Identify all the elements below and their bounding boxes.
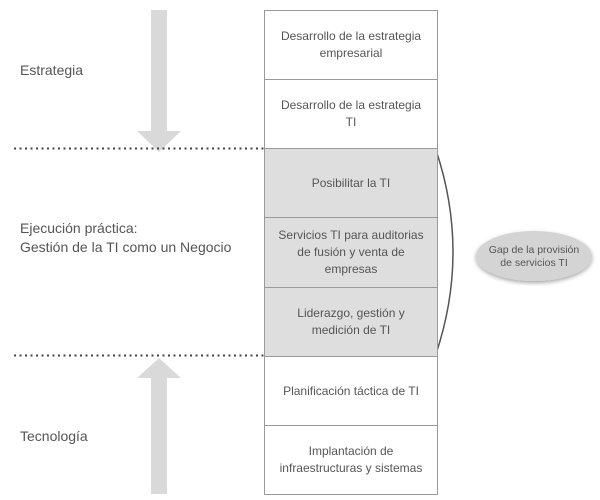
box-label: Posibilitar la TI (311, 175, 391, 190)
gap-ellipse: Gap de la provisión de servicios TI (472, 228, 596, 286)
label-estrategia: Estrategia (20, 62, 84, 78)
box-planificacion-tactica: Planificación táctica de TI (264, 356, 438, 426)
box-label: Implantación de infraestructuras y siste… (279, 444, 423, 475)
gap-bracket (435, 149, 454, 355)
label-ejecucion-practica: Ejecución práctica: Gestión de la TI com… (20, 220, 232, 255)
up-arrow-icon (137, 358, 181, 494)
box-implantacion-infraestructuras: Implantación de infraestructuras y siste… (264, 425, 438, 495)
box-estrategia-ti: Desarrollo de la estrategia TI (264, 79, 438, 149)
label-tecnologia: Tecnología (20, 428, 88, 444)
box-label: Desarrollo de la estrategia TI (280, 98, 422, 129)
gap-label: Gap de la provisión de servicios TI (488, 244, 580, 269)
box-label: Desarrollo de la estrategia empresarial (280, 29, 422, 60)
box-label: Servicios TI para auditorias de fusión y… (278, 228, 424, 276)
box-estrategia-empresarial: Desarrollo de la estrategia empresarial (264, 10, 438, 80)
box-label: Liderazgo, gestión y medición de TI (297, 306, 405, 337)
process-stack: Desarrollo de la estrategia empresarial … (264, 10, 438, 495)
box-posibilitar-ti: Posibilitar la TI (264, 148, 438, 218)
box-label: Planificación táctica de TI (283, 383, 419, 398)
down-arrow-icon (137, 10, 181, 152)
box-servicios-ti-auditorias: Servicios TI para auditorias de fusión y… (264, 217, 438, 288)
box-liderazgo-gestion: Liderazgo, gestión y medición de TI (264, 287, 438, 357)
